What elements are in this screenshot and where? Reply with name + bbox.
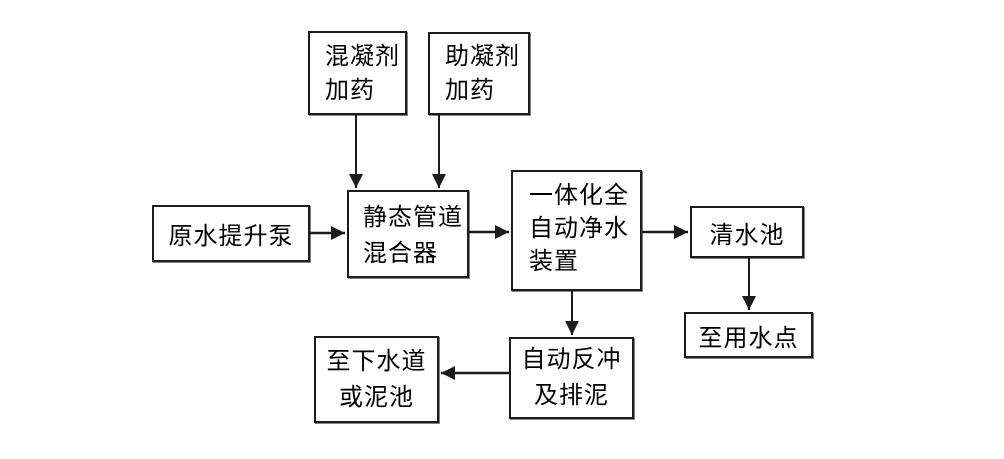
- node-label: 自动反冲: [521, 347, 622, 373]
- node-sewer-or-mud-pond: 至下水道 或泥池: [314, 336, 439, 423]
- node-label: 至下水道: [326, 348, 427, 375]
- node-raw-water-pump: 原水提升泵: [152, 205, 310, 262]
- node-label: 装置: [529, 249, 579, 275]
- node-label: 原水提升泵: [168, 224, 294, 250]
- node-label: 加药: [445, 78, 495, 104]
- node-label: 清水池: [709, 222, 785, 249]
- node-water-use-point: 至用水点: [684, 312, 813, 358]
- node-label: 至用水点: [698, 325, 799, 352]
- node-label: 一体化全: [529, 183, 629, 209]
- node-label: 加药: [325, 78, 375, 104]
- node-integrated-purifier: 一体化全 自动净水 装置: [511, 170, 642, 291]
- node-label: 混合器: [363, 241, 438, 267]
- node-coagulant-dosing: 混凝剂 加药: [308, 31, 407, 115]
- node-clear-water-tank: 清水池: [690, 206, 804, 258]
- node-auto-backwash: 自动反冲 及排泥: [509, 337, 634, 419]
- node-label: 助凝剂: [445, 44, 520, 70]
- node-label: 静态管道: [363, 205, 463, 231]
- node-label: 自动净水: [529, 216, 629, 242]
- node-static-pipe-mixer: 静态管道 混合器: [347, 190, 469, 278]
- node-label: 及排泥: [534, 383, 609, 409]
- node-label: 混凝剂: [325, 44, 400, 70]
- node-label: 或泥池: [339, 384, 414, 411]
- node-coagulant-aid-dosing: 助凝剂 加药: [428, 32, 530, 115]
